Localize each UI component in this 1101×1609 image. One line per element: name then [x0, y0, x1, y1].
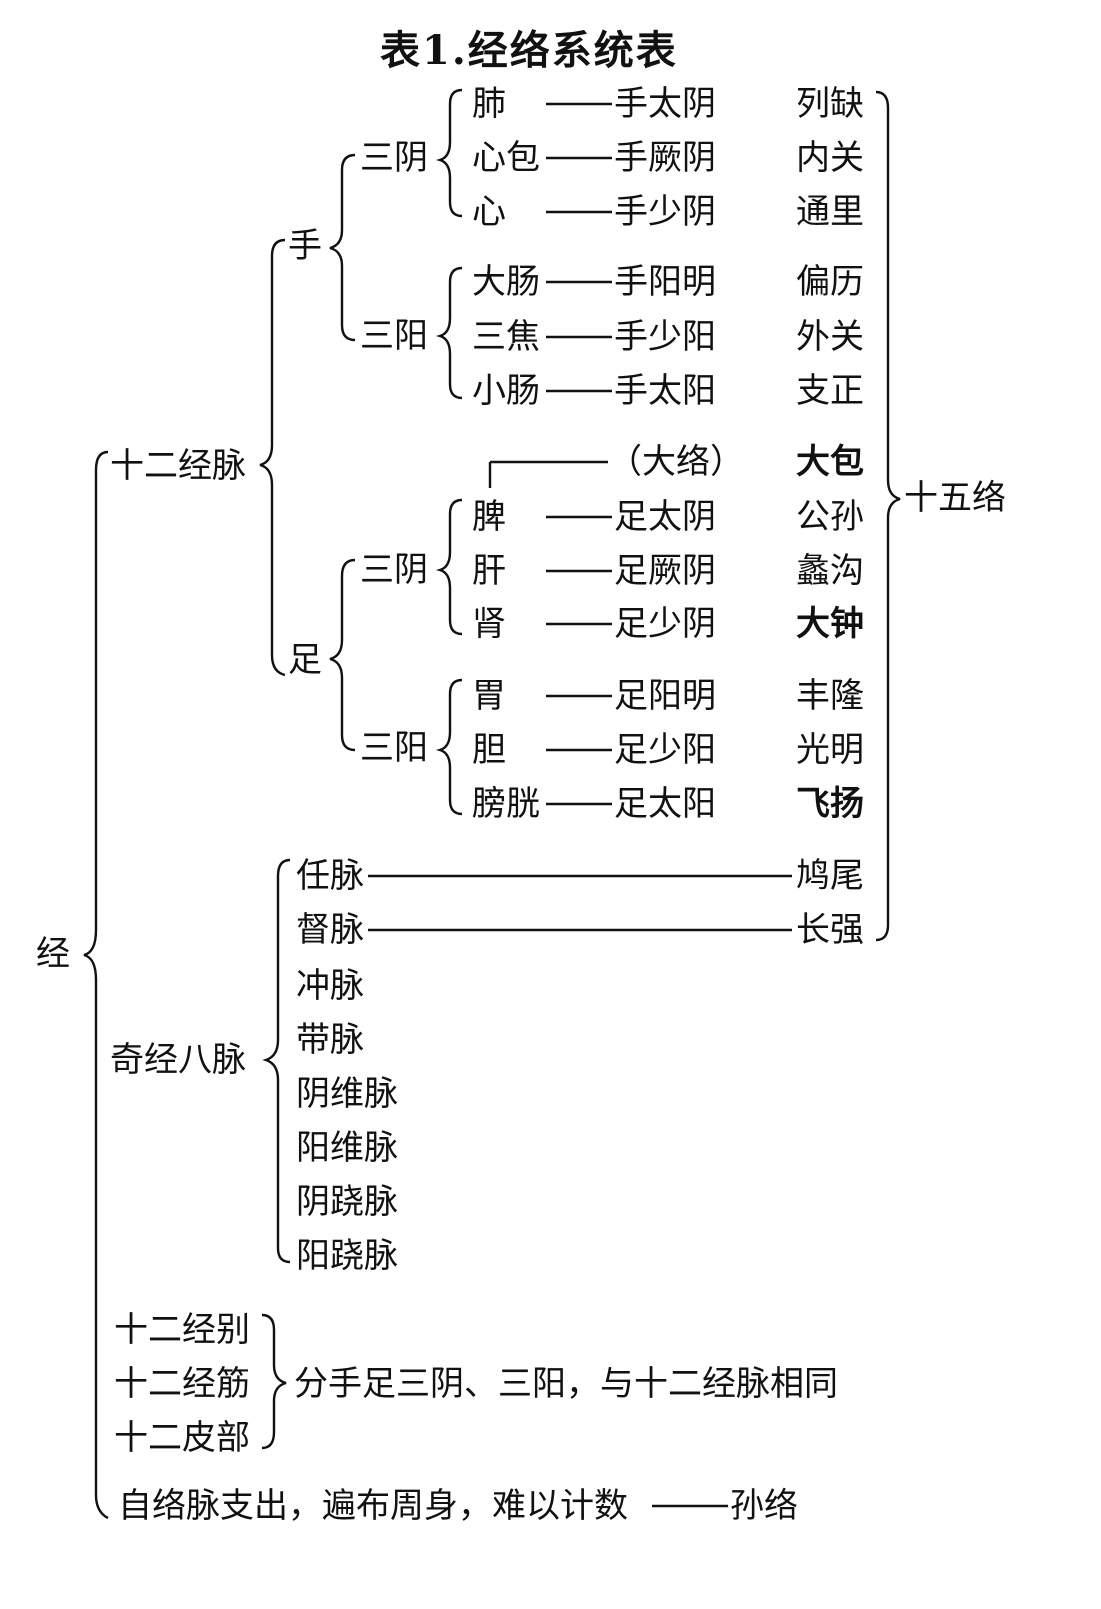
- channel-label: 足厥阴: [614, 551, 716, 591]
- organ-label: 肺: [472, 84, 506, 124]
- fifteen-luo-brace: [875, 90, 901, 942]
- luo-point-label: 大钟: [796, 604, 864, 644]
- twelve-meridians-label: 十二经脉: [110, 446, 246, 486]
- channel-label: 足太阴: [614, 497, 716, 537]
- extra-meridian-item: 任脉: [296, 856, 364, 896]
- luo-point-label: 列缺: [796, 84, 864, 124]
- foot-brace: [329, 558, 356, 752]
- channel-label: 手太阳: [614, 371, 716, 411]
- luo-point-label: 大包: [796, 442, 864, 482]
- luo-point-label: 蠡沟: [796, 551, 864, 591]
- luo-point-label: 偏历: [796, 262, 864, 302]
- channel-label: 手太阴: [614, 84, 716, 124]
- hand-yin-brace: [435, 88, 463, 218]
- extra-meridian-item: 带脉: [296, 1020, 364, 1060]
- organ-label: 三焦: [472, 317, 540, 357]
- twelve-meridians-brace: [259, 238, 286, 677]
- hand-yin-label: 三阴: [360, 138, 428, 178]
- luo-point-label: 光明: [796, 730, 864, 770]
- hand-label: 手: [288, 226, 322, 266]
- other-systems-note: 分手足三阴、三阳，与十二经脉相同: [294, 1364, 838, 1404]
- channel-label: 足太阳: [614, 784, 716, 824]
- extra-meridians-brace: [262, 858, 291, 1264]
- channel-label: 手厥阴: [614, 138, 716, 178]
- sun-luo-label: 孙络: [730, 1486, 798, 1526]
- extra-meridian-item: 阳维脉: [296, 1128, 398, 1168]
- foot-yang-brace: [435, 678, 463, 816]
- channel-label: 手阳明: [614, 262, 716, 302]
- root-brace: [83, 450, 109, 1520]
- foot-yin-brace: [435, 498, 463, 636]
- organ-label: 心包: [472, 138, 540, 178]
- extra-meridian-item: 阳跷脉: [296, 1236, 398, 1276]
- organ-label: 心: [472, 192, 506, 232]
- foot-yin-label: 三阴: [360, 550, 428, 590]
- hand-yang-brace: [435, 266, 463, 400]
- root-label: 经: [36, 934, 70, 974]
- du-luo-point-label: 长强: [796, 910, 864, 950]
- channel-label: 足阳明: [614, 676, 716, 716]
- luo-point-label: 通里: [796, 192, 864, 232]
- other-system-item: 十二经别: [114, 1310, 250, 1350]
- organ-label: 肾: [472, 604, 506, 644]
- channel-label: 足少阳: [614, 730, 716, 770]
- hand-yang-label: 三阳: [360, 316, 428, 356]
- great-luo-label: （大络）: [608, 442, 744, 482]
- organ-label: 小肠: [472, 371, 540, 411]
- luo-point-label: 内关: [796, 138, 864, 178]
- sun-luo-description: 自络脉支出，遍布周身，难以计数: [118, 1486, 628, 1526]
- extra-meridian-item: 阴维脉: [296, 1074, 398, 1114]
- organ-label: 膀胱: [472, 784, 540, 824]
- diagram-title: 表1.经络系统表: [380, 27, 678, 74]
- organ-label: 肝: [472, 551, 506, 591]
- channel-label: 手少阴: [614, 192, 716, 232]
- channel-dashes: [546, 102, 612, 806]
- luo-point-label: 丰隆: [796, 676, 864, 716]
- extra-meridian-item: 督脉: [296, 910, 364, 950]
- extra-meridians-label: 奇经八脉: [110, 1040, 246, 1080]
- hand-brace: [329, 153, 356, 342]
- foot-yang-label: 三阳: [360, 728, 428, 768]
- other-system-item: 十二皮部: [114, 1418, 250, 1458]
- extra-meridian-item: 阴跷脉: [296, 1182, 398, 1222]
- luo-point-label: 飞扬: [796, 784, 864, 824]
- channel-label: 足少阴: [614, 604, 716, 644]
- foot-label: 足: [288, 640, 322, 680]
- organ-label: 大肠: [472, 262, 540, 302]
- other-system-item: 十二经筋: [114, 1364, 250, 1404]
- organ-label: 脾: [472, 497, 506, 537]
- others-brace: [261, 1313, 287, 1450]
- luo-point-label: 外关: [796, 317, 864, 357]
- luo-point-label: 公孙: [796, 497, 864, 537]
- extra-meridian-item: 冲脉: [296, 966, 364, 1006]
- organ-label: 胆: [472, 730, 506, 770]
- ren-luo-point-label: 鸠尾: [796, 856, 864, 896]
- organ-label: 胃: [472, 676, 506, 716]
- fifteen-luo-label: 十五络: [904, 478, 1006, 518]
- luo-point-label: 支正: [796, 371, 864, 411]
- channel-label: 手少阳: [614, 317, 716, 357]
